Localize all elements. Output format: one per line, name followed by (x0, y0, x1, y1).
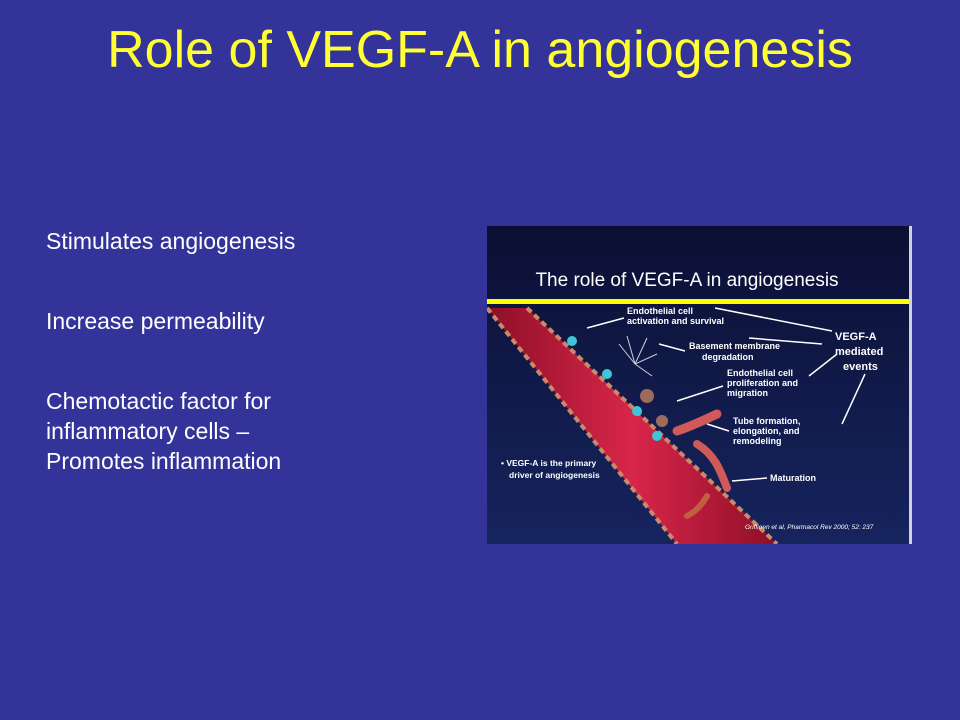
vegf-molecule (567, 336, 577, 346)
bullet-list: Stimulates angiogenesis Increase permeab… (46, 226, 446, 526)
bullet-item: Increase permeability (46, 306, 446, 336)
bullet-line: Increase permeability (46, 308, 265, 334)
event-line: Maturation (770, 473, 816, 483)
slide-title: Role of VEGF-A in angiogenesis (107, 21, 853, 79)
bullet-line: Chemotactic factor for (46, 388, 271, 414)
event-line: Basement membrane (689, 341, 780, 351)
event-line: Tube formation, (733, 416, 800, 426)
callout-line: VEGF-A (835, 331, 877, 343)
note-line: driver of angiogenesis (509, 470, 600, 480)
vessel-sprout (693, 440, 731, 492)
vegf-diagram: The role of VEGF-A in angiogenesis Endot… (487, 226, 909, 544)
degradation-spikes (618, 335, 658, 377)
bullet-item: Chemotactic factor for inflammatory cell… (46, 386, 446, 476)
title-underline (487, 299, 909, 304)
callout-line: events (843, 361, 878, 373)
event-line: activation and survival (627, 316, 724, 326)
event-label-activation: Endothelial cell activation and survival (627, 306, 724, 326)
event-line: elongation, and (733, 426, 800, 436)
event-line: degradation (702, 352, 754, 362)
note-line: • VEGF-A is the primary (501, 458, 597, 468)
event-line: proliferation and (727, 378, 798, 388)
blood-vessel (487, 308, 777, 544)
primary-driver-note: • VEGF-A is the primary driver of angiog… (501, 458, 600, 480)
citation: Griffioen et al, Pharmacol Rev 2000; 52:… (745, 524, 874, 531)
figure-title: The role of VEGF-A in angiogenesis (535, 270, 838, 291)
cell-cluster (656, 415, 668, 427)
event-line: Endothelial cell (727, 368, 793, 378)
cell-cluster (640, 389, 654, 403)
callout-line: mediated (835, 346, 883, 358)
event-arrows (586, 307, 866, 482)
vegf-callout: VEGF-A mediated events (835, 331, 886, 373)
event-line: Endothelial cell (627, 306, 693, 316)
event-label-tube: Tube formation, elongation, and remodeli… (733, 416, 803, 446)
vegf-molecule (652, 431, 662, 441)
event-line: remodeling (733, 436, 782, 446)
bullet-line: Promotes inflammation (46, 448, 282, 474)
vegf-molecule (632, 406, 642, 416)
event-line: migration (727, 388, 768, 398)
event-label-proliferation: Endothelial cell proliferation and migra… (727, 368, 801, 398)
vegf-diagram-figure: The role of VEGF-A in angiogenesis Endot… (487, 226, 912, 544)
bullet-line: inflammatory cells – (46, 418, 250, 444)
vessel-sprout (684, 493, 710, 519)
event-label-basement: Basement membrane degradation (689, 341, 783, 362)
vessel-wall-right (525, 306, 779, 544)
bullet-item: Stimulates angiogenesis (46, 226, 446, 256)
vegf-molecule (602, 369, 612, 379)
event-label-maturation: Maturation (770, 473, 816, 483)
vessel-sprout (672, 409, 722, 436)
bullet-line: Stimulates angiogenesis (46, 228, 296, 254)
vessel-wall-left (487, 306, 679, 544)
